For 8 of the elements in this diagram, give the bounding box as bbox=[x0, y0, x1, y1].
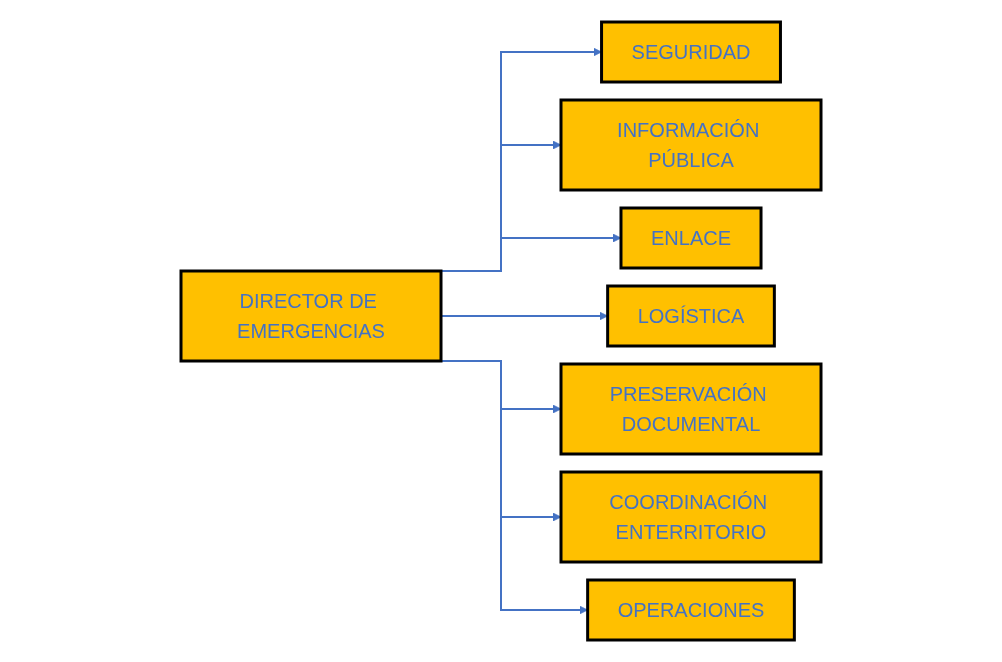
node-box: OPERACIONES bbox=[586, 578, 796, 642]
node-box: INFORMACIÓN PÚBLICA bbox=[559, 98, 823, 192]
node-box: LOGÍSTICA bbox=[606, 284, 776, 348]
node-box: DIRECTOR DE EMERGENCIAS bbox=[179, 269, 443, 363]
node-box: COORDINACIÓN ENTERRITORIO bbox=[559, 470, 823, 564]
node-box: PRESERVACIÓN DOCUMENTAL bbox=[559, 362, 823, 456]
node-box: SEGURIDAD bbox=[600, 20, 782, 84]
node-box: ENLACE bbox=[619, 206, 763, 270]
